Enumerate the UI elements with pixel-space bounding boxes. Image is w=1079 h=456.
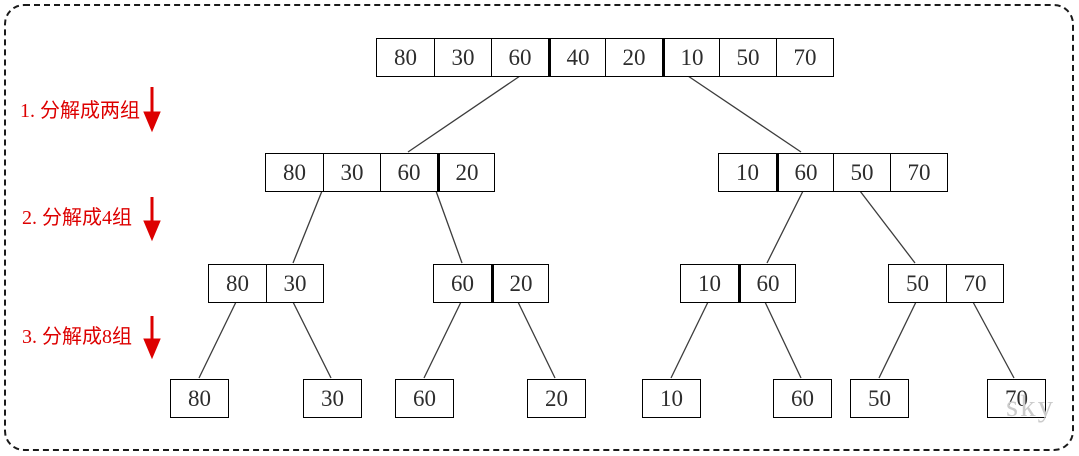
array-cell: 30: [434, 39, 491, 76]
array-cell: 70: [946, 265, 1003, 302]
array-cell: 10: [662, 39, 719, 76]
array-cell: 60: [738, 265, 795, 302]
array-cell: 50: [719, 39, 776, 76]
array-level4-item1: 80: [170, 379, 229, 418]
array-cell: 30: [321, 385, 344, 411]
array-level4-item6: 60: [773, 379, 832, 418]
array-level1: 80 30 60 40 20 10 50 70: [376, 38, 834, 77]
array-cell: 60: [776, 154, 833, 191]
array-cell: 70: [1005, 385, 1028, 411]
array-cell: 20: [545, 385, 568, 411]
array-level3-pair3: 10 60: [680, 264, 796, 303]
array-cell: 80: [394, 44, 417, 70]
array-cell: 10: [660, 385, 683, 411]
array-cell: 80: [188, 385, 211, 411]
array-level2-left: 80 30 60 20: [265, 153, 495, 192]
array-cell: 70: [776, 39, 833, 76]
array-cell: 10: [698, 270, 721, 296]
step-label-2: 2. 分解成4组: [22, 207, 132, 229]
array-cell: 60: [451, 270, 474, 296]
down-arrow-icon: [143, 87, 161, 360]
array-level3-pair2: 60 20: [433, 264, 549, 303]
array-cell: 40: [548, 39, 605, 76]
array-cell: 20: [605, 39, 662, 76]
array-cell: 20: [437, 154, 494, 191]
array-cell: 60: [791, 385, 814, 411]
array-level2-right: 10 60 50 70: [718, 153, 948, 192]
array-cell: 10: [736, 159, 759, 185]
array-cell: 30: [323, 154, 380, 191]
array-level3-pair1: 80 30: [208, 264, 324, 303]
step-label-1: 1. 分解成两组: [20, 100, 140, 122]
array-level4-item5: 10: [642, 379, 701, 418]
tree-edges: [198, 75, 1015, 379]
step-label-3: 3. 分解成8组: [22, 326, 132, 348]
array-cell: 60: [380, 154, 437, 191]
array-cell: 80: [283, 159, 306, 185]
array-cell: 30: [266, 265, 323, 302]
array-cell: 50: [868, 385, 891, 411]
array-cell: 60: [413, 385, 436, 411]
array-level3-pair4: 50 70: [888, 264, 1004, 303]
array-level4-item4: 20: [527, 379, 586, 418]
array-level4-item2: 30: [303, 379, 362, 418]
array-level4-item7: 50: [850, 379, 909, 418]
array-cell: 20: [491, 265, 548, 302]
watermark-text: sky: [1006, 388, 1056, 423]
array-cell: 60: [491, 39, 548, 76]
array-cell: 50: [906, 270, 929, 296]
array-cell: 70: [890, 154, 947, 191]
array-cell: 80: [226, 270, 249, 296]
array-cell: 50: [833, 154, 890, 191]
array-level4-item8: 70: [987, 379, 1046, 418]
array-level4-item3: 60: [395, 379, 454, 418]
